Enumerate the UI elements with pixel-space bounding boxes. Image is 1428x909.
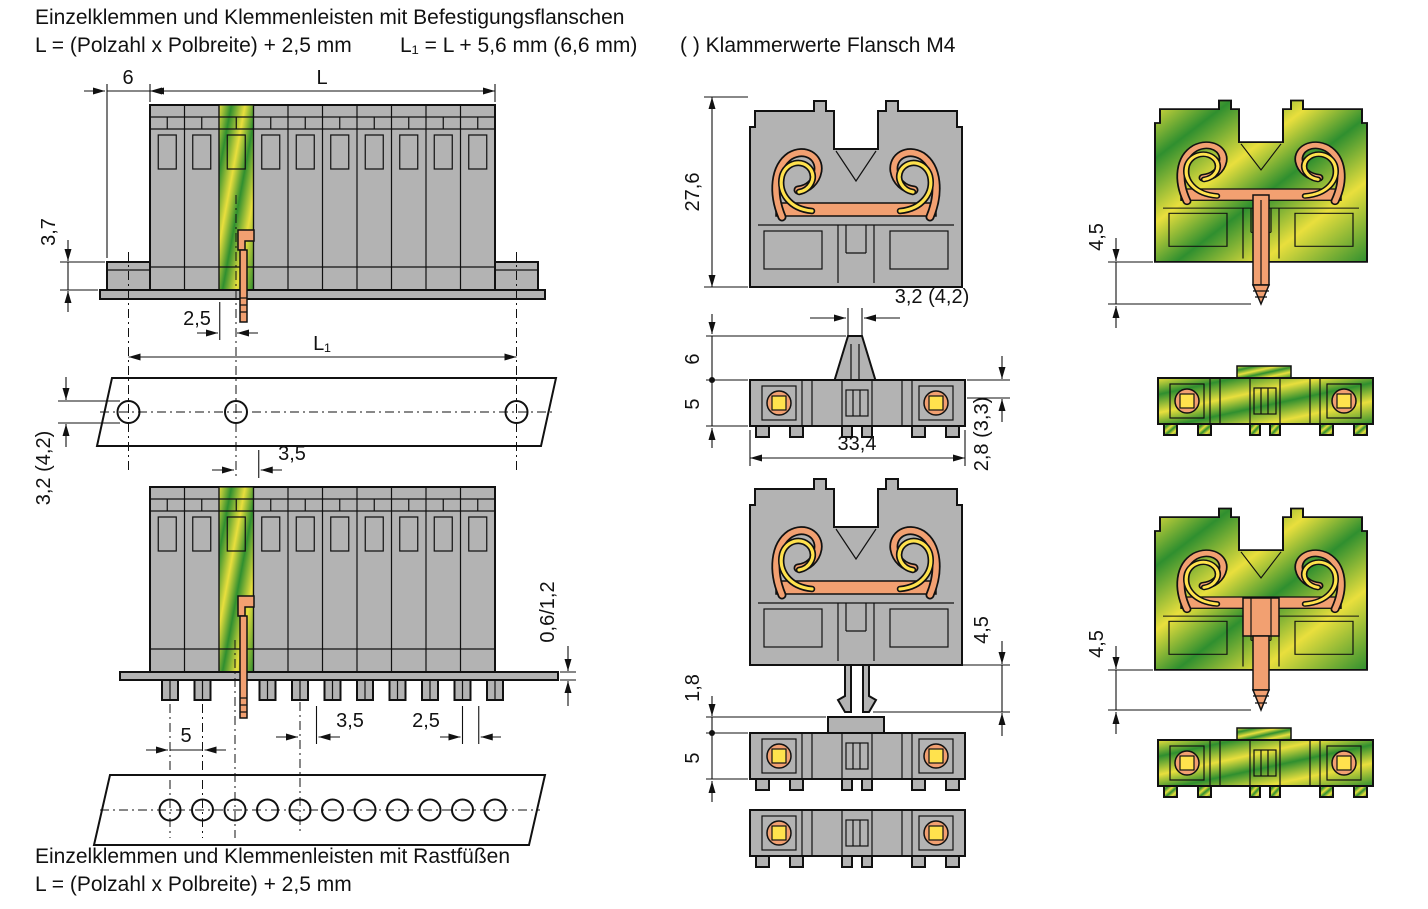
dim-foot-height-label: 6 bbox=[682, 353, 704, 364]
flange-foot bbox=[832, 335, 878, 383]
formula-length-l1: L₁ = L + 5,6 mm (6,6 mm) bbox=[400, 34, 638, 57]
figure-snap-mounting-rail bbox=[92, 640, 547, 846]
base-plate bbox=[119, 671, 559, 681]
ground-contact-pin bbox=[239, 615, 248, 719]
center-block bbox=[1236, 727, 1292, 741]
snap-foot-prong bbox=[836, 664, 852, 713]
dim-side-height-label: 27,6 bbox=[682, 173, 704, 212]
dim-end-offset-label: 2,5 bbox=[183, 308, 211, 330]
dim-snap-base-height-label: 5 bbox=[682, 752, 704, 763]
dim-foot-offset-label: 3,5 bbox=[336, 710, 364, 732]
ground-contact-pin bbox=[239, 249, 248, 323]
figure-flange-strip-front: 6 L 3,7 2,5 L₁ bbox=[38, 67, 546, 361]
figure-flange-mounting-rail: 3,2 (4,2) 3,5 bbox=[33, 195, 558, 505]
snap-foot-section bbox=[827, 716, 885, 734]
dim-plate-thickness-label: 0,6/1,2 bbox=[537, 581, 559, 642]
dim-ground-pin-bottom-label: 4,5 bbox=[1086, 630, 1108, 658]
dim-slot-width-label: 3,2 (4,2) bbox=[895, 286, 969, 308]
ground-clamp-block bbox=[1242, 597, 1280, 637]
header-title: Einzelklemmen und Klemmenleisten mit Bef… bbox=[35, 6, 625, 29]
dim-length-label: L bbox=[316, 67, 327, 89]
dim-hole-span-label: L₁ bbox=[313, 333, 331, 355]
dim-base-height-label: 5 bbox=[682, 398, 704, 409]
dim-hole-pitch-label: 5 bbox=[180, 725, 191, 747]
ground-contact-hook bbox=[237, 229, 255, 251]
dim-hole-diameter-label: 3,2 (4,2) bbox=[33, 431, 55, 505]
figure-ground-snap-side-view: 4,5 bbox=[1086, 508, 1374, 798]
dim-rail-center-offset-label: 3,5 bbox=[278, 443, 306, 465]
figure-ground-flange-side-view: 4,5 bbox=[1086, 100, 1374, 436]
dim-foot-depth-label: 4,5 bbox=[971, 616, 993, 644]
ground-contact-hook bbox=[237, 595, 255, 617]
dim-flange-height-label: 3,7 bbox=[38, 218, 60, 246]
figure-snap-side-view: 4,5 1,8 5 bbox=[682, 479, 1010, 868]
dim-ground-pin-top-label: 4,5 bbox=[1086, 223, 1108, 251]
snap-feet bbox=[161, 679, 504, 701]
formula-note-flange: ( ) Klammerwerte Flansch M4 bbox=[680, 34, 956, 57]
footer-title: Einzelklemmen und Klemmenleisten mit Ras… bbox=[35, 845, 511, 868]
snap-foot-prong bbox=[862, 664, 878, 713]
center-block bbox=[1236, 365, 1292, 379]
dim-latch-gap-label: 1,8 bbox=[682, 674, 704, 702]
dim-side-width-label: 33,4 bbox=[838, 433, 877, 455]
figure-snap-strip-front: 0,6/1,2 3,5 2,5 5 bbox=[119, 486, 576, 754]
ground-pin bbox=[1252, 635, 1270, 691]
dim-flange-width-label: 6 bbox=[122, 67, 133, 89]
base-plate bbox=[99, 289, 546, 300]
formula-length: L = (Polzahl x Polbreite) + 2,5 mm bbox=[35, 34, 352, 57]
figure-flange-side-view: 27,6 3,2 (4,2) 6 5 33,4 bbox=[682, 96, 1010, 471]
dim-snap-end-offset-label: 2,5 bbox=[412, 710, 440, 732]
dim-rail-thickness-label: 2,8 (3,3) bbox=[971, 397, 993, 471]
footer-formula: L = (Polzahl x Polbreite) + 2,5 mm bbox=[35, 873, 352, 896]
mounting-rail bbox=[92, 774, 547, 846]
